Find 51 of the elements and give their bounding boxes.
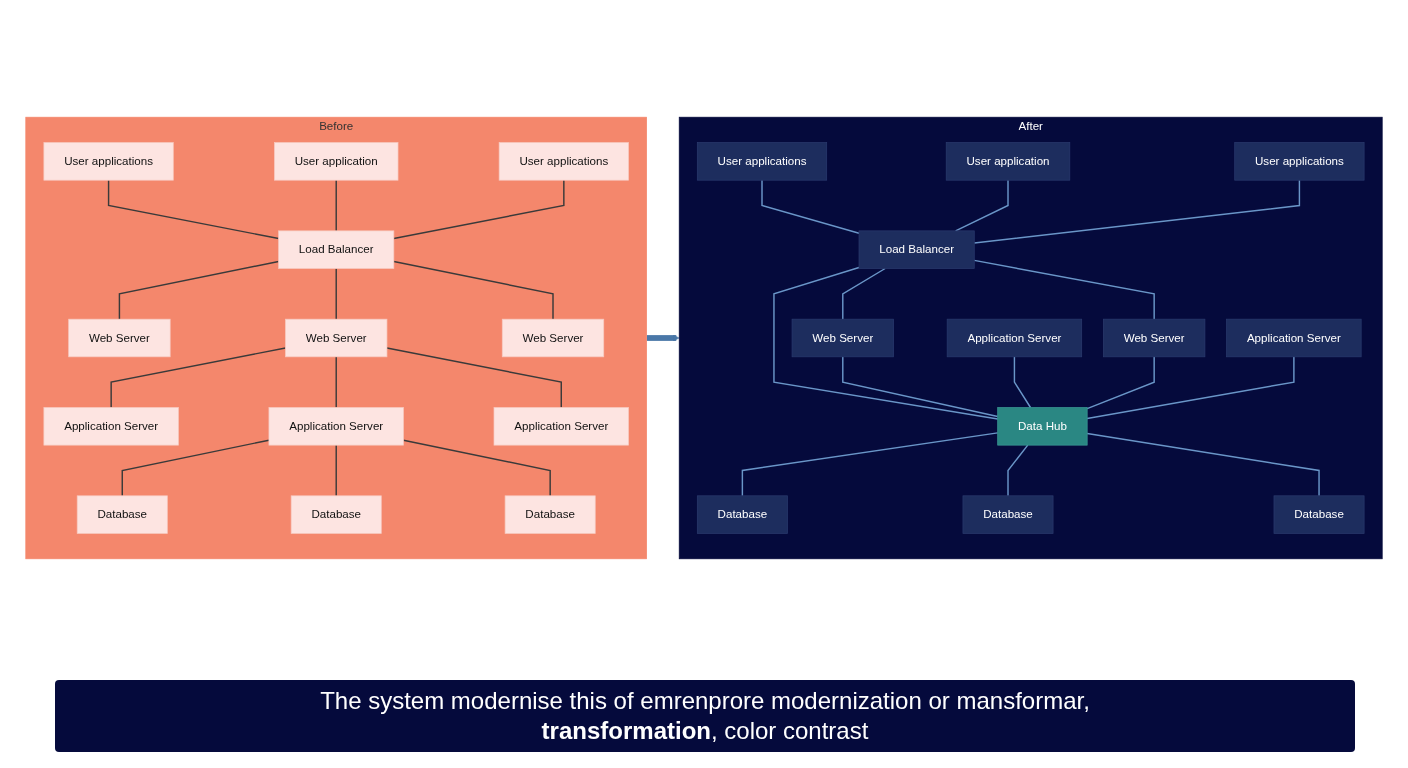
connector bbox=[402, 439, 551, 497]
connector bbox=[741, 432, 999, 497]
node-box: Database bbox=[290, 495, 382, 534]
connector bbox=[1086, 432, 1320, 497]
node-box: Load Balancer bbox=[858, 230, 975, 269]
caption: The system modernise this of emrenprore modernization or mansformar, transformation, color contrast bbox=[319, 686, 1091, 746]
node-box: Database bbox=[504, 495, 596, 534]
connector bbox=[1013, 356, 1032, 409]
node-box: Application Server bbox=[268, 407, 404, 446]
connector bbox=[335, 356, 337, 409]
connector bbox=[335, 267, 337, 320]
node-box: Web Server bbox=[1103, 318, 1206, 358]
node-box: Web Server bbox=[285, 318, 388, 358]
connector bbox=[842, 267, 886, 320]
node-box: User applications bbox=[43, 142, 174, 181]
connector bbox=[393, 179, 565, 240]
node-box: Application Server bbox=[43, 407, 179, 446]
connector bbox=[335, 179, 337, 232]
connector bbox=[973, 259, 1155, 320]
connector bbox=[973, 179, 1301, 244]
node-box: Application Server bbox=[493, 407, 629, 446]
connector bbox=[107, 179, 280, 240]
node-box: Application Server bbox=[1226, 318, 1362, 358]
connector bbox=[393, 260, 554, 320]
arrow bbox=[646, 334, 680, 342]
node-box: Database bbox=[696, 495, 788, 534]
connector bbox=[1007, 444, 1029, 497]
node-box: Web Server bbox=[501, 318, 605, 358]
node-box: User applications bbox=[696, 142, 828, 181]
node-box: Database bbox=[962, 495, 1054, 534]
node-box: Data Hub bbox=[997, 407, 1088, 446]
connector bbox=[110, 347, 287, 409]
connector bbox=[386, 347, 562, 409]
connector bbox=[1086, 356, 1295, 420]
node-box: Database bbox=[1273, 495, 1365, 534]
connector bbox=[773, 266, 999, 420]
node-box: Web Server bbox=[791, 318, 894, 358]
node-box: Application Server bbox=[946, 318, 1083, 358]
connector bbox=[761, 179, 860, 234]
node-box: Database bbox=[76, 495, 168, 534]
connector bbox=[842, 356, 999, 418]
node-box: Web Server bbox=[68, 318, 171, 358]
connector bbox=[1086, 356, 1155, 410]
node-box: User application bbox=[945, 142, 1071, 181]
connector bbox=[121, 439, 270, 497]
node-box: User application bbox=[274, 142, 399, 181]
node-box: User applications bbox=[498, 142, 629, 181]
connector bbox=[118, 260, 280, 320]
node-box: User applications bbox=[1234, 142, 1365, 181]
connector bbox=[335, 444, 337, 497]
node-box: Load Balancer bbox=[278, 230, 395, 269]
